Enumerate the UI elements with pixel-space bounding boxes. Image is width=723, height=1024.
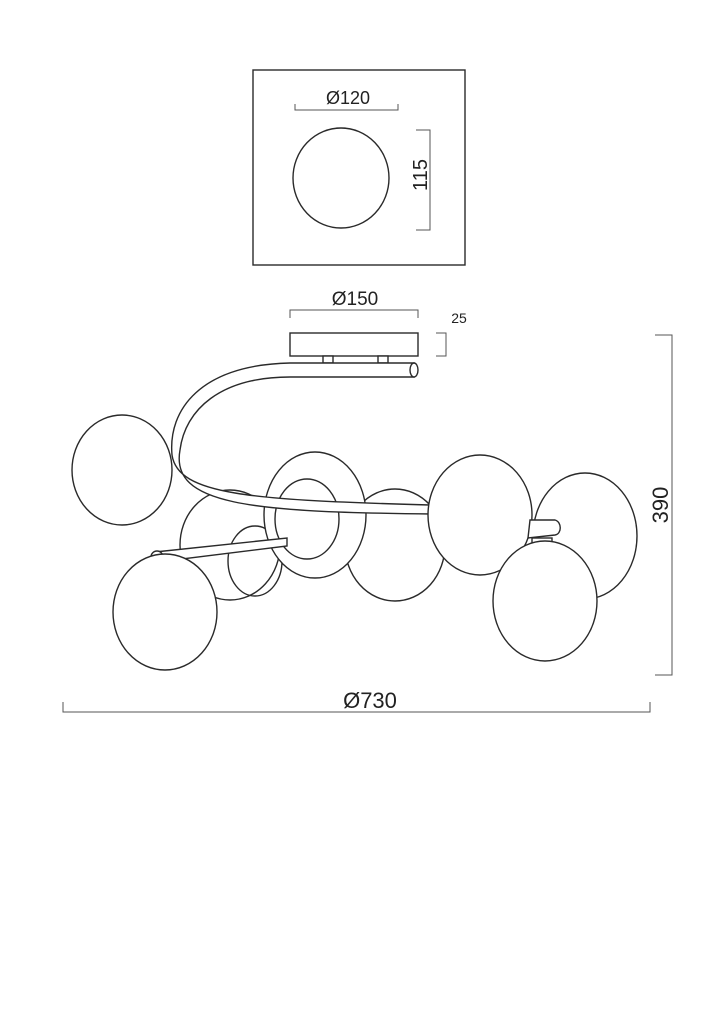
total-height-label: 390: [648, 487, 673, 524]
globe-detail-view: Ø120 115: [252, 69, 466, 266]
globe-inner: [274, 478, 340, 560]
globe: [71, 414, 173, 526]
canopy-height-dimension: [436, 332, 447, 357]
total-height-dimension: [655, 334, 673, 676]
lower-arm: [527, 519, 561, 539]
globe: [263, 451, 367, 579]
lamp-side-view: [71, 332, 638, 671]
canopy-mount: [322, 355, 334, 364]
globe-diameter-label: Ø120: [326, 88, 370, 108]
globe: [492, 540, 598, 662]
canopy-diameter-label: Ø150: [332, 289, 378, 310]
dimensions: Ø150 25 390 Ø730: [62, 289, 673, 713]
globe-detail: [292, 127, 390, 229]
total-diameter-dimension: [62, 702, 651, 713]
canopy: [289, 332, 419, 357]
globe-diameter-dimension: [294, 104, 399, 111]
globe-height-dimension: [416, 129, 431, 231]
globe-height-label: 115: [410, 159, 432, 191]
canopy-height-label: 25: [451, 310, 467, 326]
total-diameter-label: Ø730: [343, 688, 397, 713]
globe: [112, 553, 218, 671]
detail-frame: [252, 69, 466, 266]
arm-end: [409, 362, 419, 378]
globe: [427, 454, 533, 576]
canopy-diameter-dimension: [289, 309, 419, 318]
canopy-mount: [377, 355, 389, 364]
